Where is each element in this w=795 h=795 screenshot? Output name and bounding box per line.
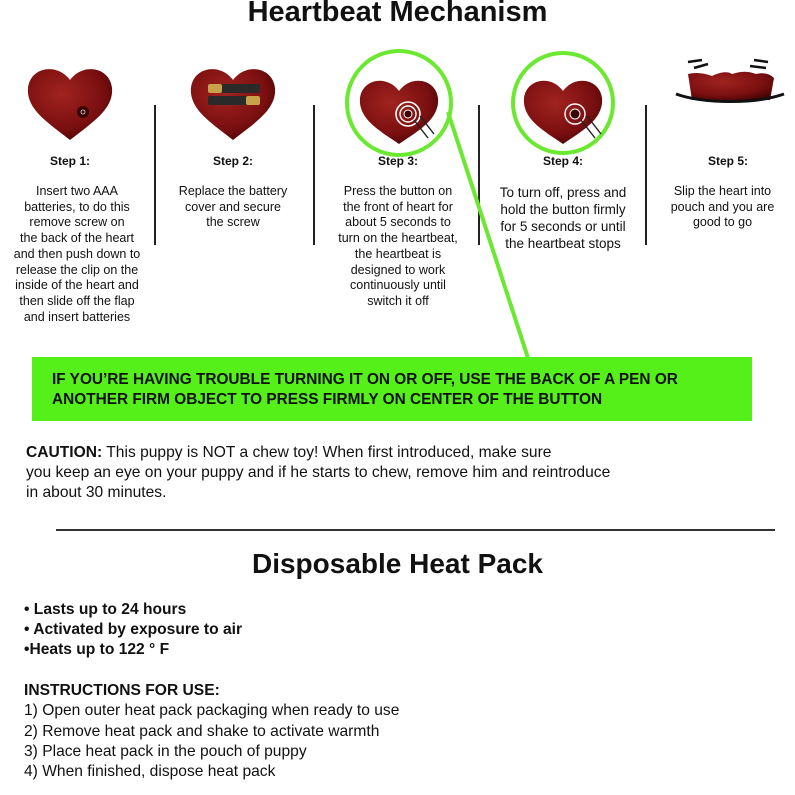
list-item: 3) Place heat pack in the pouch of puppy bbox=[24, 742, 307, 760]
list-item: • Activated by exposure to air bbox=[24, 621, 243, 638]
step2-label: Step 2: bbox=[212, 154, 253, 168]
heart-icon bbox=[359, 80, 439, 144]
step-divider bbox=[313, 105, 315, 245]
heatpack-features: • Lasts up to 24 hours • Activated by ex… bbox=[24, 600, 242, 660]
power-button-icon bbox=[395, 101, 421, 127]
step1-heart-image bbox=[27, 69, 113, 140]
page-title: Heartbeat Mechanism bbox=[247, 0, 548, 28]
battery-icon bbox=[208, 84, 260, 105]
trouble-banner: IF YOU’RE HAVING TROUBLE TURNING IT ON O… bbox=[32, 357, 752, 421]
list-item: 1) Open outer heat pack packaging when r… bbox=[24, 702, 400, 720]
instructions-title: INSTRUCTIONS FOR USE: bbox=[24, 682, 220, 699]
caution-text: CAUTION: This puppy is NOT a chew toy! W… bbox=[26, 444, 611, 501]
step4-label: Step 4: bbox=[542, 154, 583, 168]
power-button-icon bbox=[564, 103, 586, 125]
step-divider bbox=[645, 105, 647, 245]
step4-press-image bbox=[511, 51, 615, 155]
list-item: • Lasts up to 24 hours bbox=[24, 601, 187, 618]
list-item: 2) Remove heat pack and shake to activat… bbox=[24, 722, 380, 740]
list-item: •Heats up to 122 ° F bbox=[24, 641, 170, 658]
step3-label: Step 3: bbox=[377, 154, 418, 168]
step2-heart-battery-image bbox=[190, 69, 276, 140]
step5-heart-pouch-image bbox=[675, 58, 785, 103]
banner-text: IF YOU’RE HAVING TROUBLE TURNING IT ON O… bbox=[52, 371, 678, 408]
list-item: 4) When finished, dispose heat pack bbox=[24, 763, 276, 781]
finger-icon bbox=[580, 115, 602, 139]
instructions: INSTRUCTIONS FOR USE: 1) Open outer heat… bbox=[24, 681, 399, 782]
section-divider bbox=[56, 529, 775, 531]
power-button-icon bbox=[77, 106, 89, 118]
pouch-icon bbox=[675, 92, 785, 103]
finger-icon bbox=[413, 115, 435, 139]
heart-icon bbox=[27, 69, 113, 140]
step-divider bbox=[478, 105, 480, 245]
heart-icon bbox=[523, 80, 603, 144]
caution-label: CAUTION: bbox=[26, 444, 103, 461]
step-divider bbox=[154, 105, 156, 245]
heatpack-title: Disposable Heat Pack bbox=[251, 548, 544, 579]
step1-label: Step 1: bbox=[49, 154, 90, 168]
step5-label: Step 5: bbox=[707, 154, 748, 168]
step3-press-image bbox=[345, 49, 453, 157]
